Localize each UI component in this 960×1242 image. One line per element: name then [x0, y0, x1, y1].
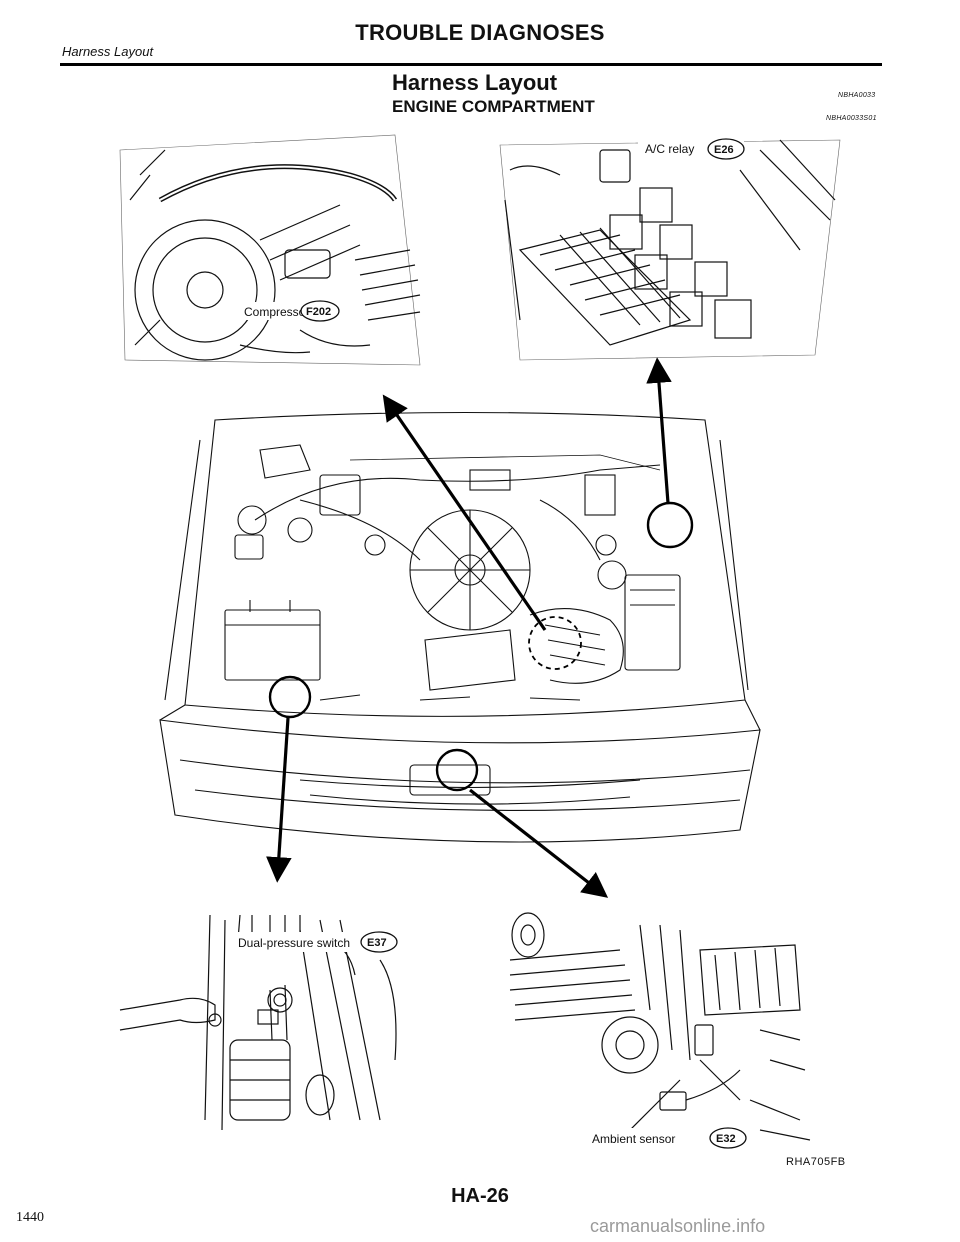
compressor-label-group: Compressor F202	[238, 300, 340, 322]
compressor-callout-circle	[528, 616, 582, 670]
dual-pressure-connector: E37	[367, 937, 387, 949]
callout-circles	[268, 501, 694, 792]
ac-relay-callout-circle	[646, 501, 694, 549]
ac-relay-inset	[499, 139, 841, 361]
dual-pressure-label-group: Dual-pressure switch E37	[230, 931, 398, 953]
ambient-connector: E32	[716, 1133, 736, 1145]
ac-relay-connector: E26	[714, 144, 734, 156]
engine-compartment-drawing	[159, 411, 761, 843]
ambient-label-group: Ambient sensor E32	[584, 1127, 747, 1149]
leader-arrows	[266, 357, 672, 898]
arrow-to-ac-relay	[646, 357, 672, 504]
ambient-callout-circle	[435, 748, 479, 792]
watermark: carmanualsonline.info	[590, 1216, 766, 1236]
ac-relay-label-group: A/C relay E26	[638, 138, 745, 160]
section-title: Harness Layout	[392, 70, 558, 95]
arrow-to-compressor	[382, 394, 547, 631]
section-subtitle: ENGINE COMPARTMENT	[392, 97, 595, 116]
catalog-number: 1440	[16, 1210, 44, 1225]
page-number: HA-26	[451, 1185, 509, 1207]
arrow-to-dual-pressure	[266, 717, 292, 883]
ac-relay-label: A/C relay	[645, 142, 694, 156]
compressor-label: Compressor	[244, 305, 309, 319]
arrow-to-ambient	[469, 788, 609, 898]
compressor-connector: F202	[306, 306, 331, 318]
figure-reference-code: RHA705FB	[786, 1156, 846, 1168]
ambient-sensor-inset	[509, 912, 811, 1141]
header-rule	[60, 63, 882, 66]
section-code: NBHA0033	[838, 92, 876, 99]
ambient-label: Ambient sensor	[592, 1132, 675, 1146]
compressor-inset	[119, 134, 421, 366]
header-title: TROUBLE DIAGNOSES	[355, 20, 605, 45]
dual-pressure-callout-circle	[268, 675, 312, 719]
dual-pressure-label: Dual-pressure switch	[238, 936, 350, 950]
subsection-code: NBHA0033S01	[826, 115, 877, 122]
header-section-name: Harness Layout	[62, 44, 154, 59]
